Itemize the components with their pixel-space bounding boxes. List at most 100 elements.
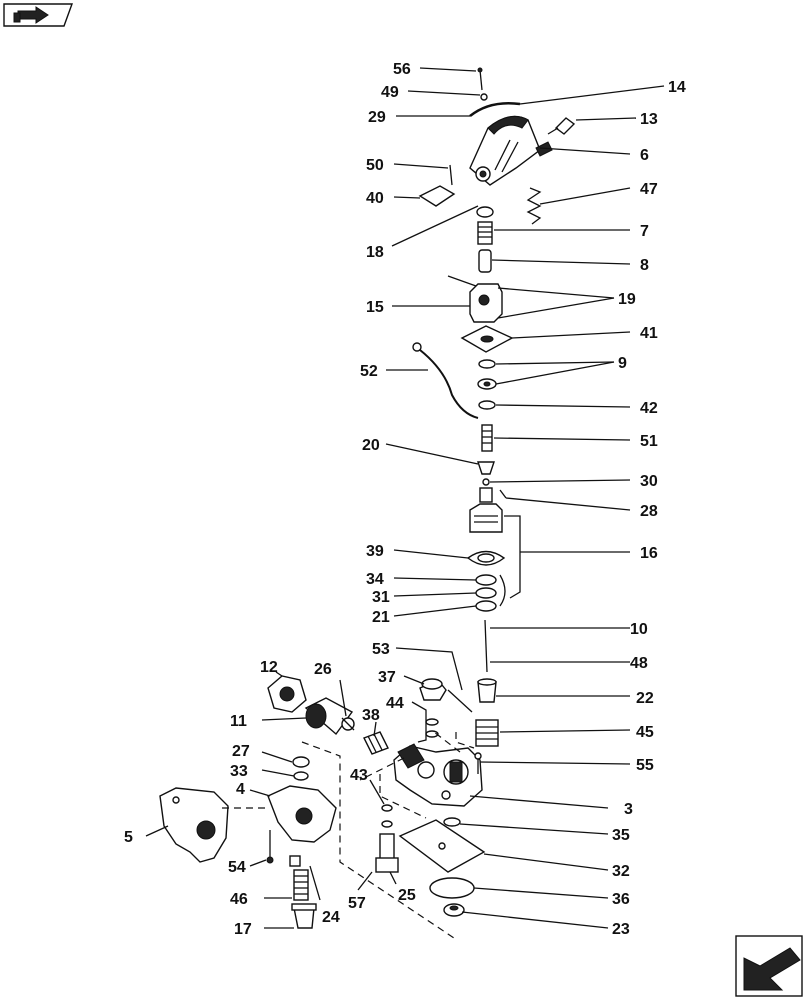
label-57: 57 — [348, 895, 366, 912]
part-49-washer — [480, 93, 488, 101]
part-41-gasket — [460, 325, 514, 353]
label-31: 31 — [372, 589, 390, 606]
label-23: 23 — [612, 921, 630, 938]
label-36: 36 — [612, 891, 630, 908]
part-55-screw — [474, 752, 482, 774]
label-47: 47 — [640, 181, 658, 198]
part-5-housing — [159, 787, 229, 863]
label-55: 55 — [636, 757, 654, 774]
part-17-plug — [291, 903, 317, 929]
label-38: 38 — [362, 707, 380, 724]
part-25-fitting — [375, 833, 399, 873]
label-17: 17 — [234, 921, 252, 938]
part-36-disc — [429, 877, 475, 899]
part-32-plate — [398, 819, 486, 873]
label-28: 28 — [640, 503, 658, 520]
label-29: 29 — [368, 109, 386, 126]
part-45-spring — [475, 719, 499, 747]
label-21: 21 — [372, 609, 390, 626]
part-18-cap — [476, 206, 494, 218]
part-15-block — [447, 275, 503, 323]
part-38-spring — [363, 731, 389, 755]
label-19: 19 — [618, 291, 636, 308]
part-labels: 56 49 29 14 13 6 50 40 47 18 7 8 15 19 4… — [124, 61, 686, 938]
label-12: 12 — [260, 659, 278, 676]
part-43-washers — [381, 804, 393, 828]
part-20-valve — [477, 461, 495, 475]
label-49: 49 — [381, 84, 399, 101]
label-56: 56 — [393, 61, 411, 78]
part-33-ring — [293, 771, 309, 781]
part-34-31-21-orings — [475, 574, 497, 612]
label-39: 39 — [366, 543, 384, 560]
part-47-spring — [526, 187, 542, 225]
label-4: 4 — [236, 781, 245, 798]
label-14: 14 — [668, 79, 686, 96]
label-37: 37 — [378, 669, 396, 686]
label-32: 32 — [612, 863, 630, 880]
label-53: 53 — [372, 641, 390, 658]
part-46-screw — [289, 855, 301, 867]
label-43: 43 — [350, 767, 368, 784]
part-11-housing — [304, 697, 354, 736]
label-54: 54 — [228, 859, 246, 876]
part-12-nut — [267, 675, 307, 713]
part-28-seat — [479, 487, 493, 503]
part-23-cap — [443, 903, 465, 917]
part-3-pump-body — [393, 743, 483, 807]
part-54-screw — [266, 830, 274, 864]
label-30: 30 — [640, 473, 658, 490]
label-15: 15 — [366, 299, 384, 316]
label-42: 42 — [640, 400, 658, 417]
part-42-washer — [478, 400, 496, 410]
part-40-plate — [418, 185, 456, 207]
part-29-spring-wire — [469, 102, 521, 117]
label-24: 24 — [322, 909, 340, 926]
part-51-spring — [481, 424, 493, 452]
label-5: 5 — [124, 829, 133, 846]
label-10: 10 — [630, 621, 648, 638]
label-20: 20 — [362, 437, 380, 454]
label-45: 45 — [636, 724, 654, 741]
label-7: 7 — [640, 223, 649, 240]
label-26: 26 — [314, 661, 332, 678]
part-7-spring — [477, 221, 493, 245]
book-arrow-icon[interactable] — [3, 3, 73, 27]
part-27-ring — [292, 756, 310, 768]
label-22: 22 — [636, 690, 654, 707]
part-8-plunger — [478, 249, 492, 273]
label-52: 52 — [360, 363, 378, 380]
label-46: 46 — [230, 891, 248, 908]
leader-lines — [145, 67, 665, 929]
part-35-washer — [443, 817, 461, 827]
label-11: 11 — [230, 713, 247, 730]
label-40: 40 — [366, 190, 384, 207]
label-8: 8 — [640, 257, 649, 274]
label-48: 48 — [630, 655, 648, 672]
label-44: 44 — [386, 695, 404, 712]
part-6-lever-sector — [469, 115, 541, 186]
label-13: 13 — [640, 111, 658, 128]
part-24-spring — [293, 869, 309, 901]
part-56-pin — [477, 67, 483, 91]
part-16-valve-holder — [469, 503, 503, 533]
label-3: 3 — [624, 801, 633, 818]
label-33: 33 — [230, 763, 248, 780]
label-18: 18 — [366, 244, 384, 261]
assembly-dashed-lines — [222, 731, 475, 939]
part-9-washers — [477, 359, 497, 390]
label-34: 34 — [366, 571, 384, 588]
label-41: 41 — [640, 325, 658, 342]
part-13-screw — [535, 117, 576, 157]
label-9: 9 — [618, 355, 627, 372]
navigate-arrow-icon[interactable] — [735, 935, 803, 997]
part-26-gear — [341, 717, 355, 731]
label-35: 35 — [612, 827, 630, 844]
label-27: 27 — [232, 743, 250, 760]
label-25: 25 — [398, 887, 416, 904]
part-37-cap — [419, 678, 447, 701]
part-39-gasket — [466, 550, 506, 566]
part-52-wire — [412, 342, 479, 419]
part-4-cover — [267, 785, 337, 843]
part-50-pin — [449, 164, 453, 186]
